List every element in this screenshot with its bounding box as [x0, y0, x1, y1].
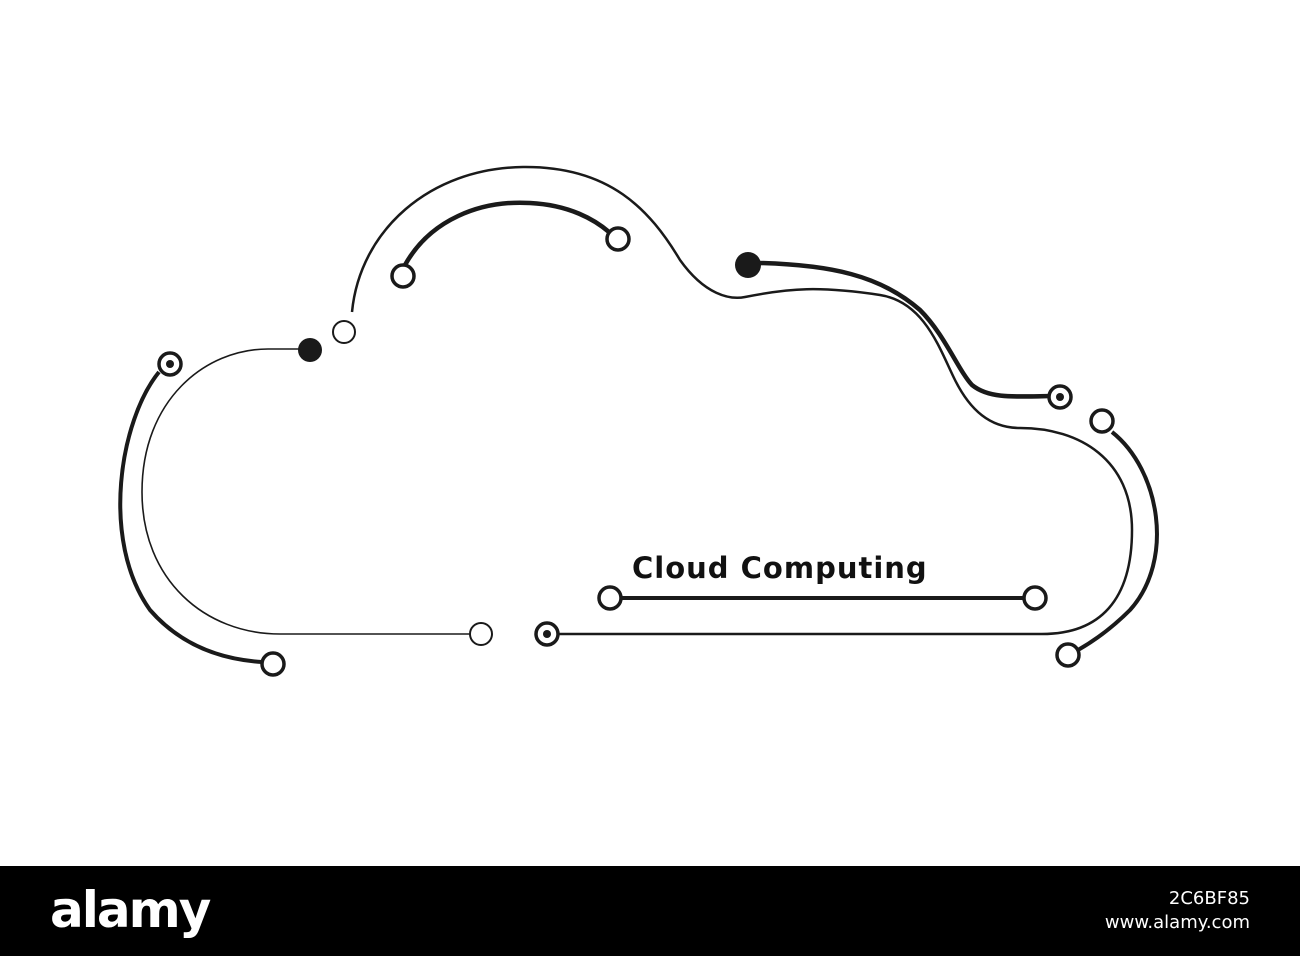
node-inner-dot — [166, 360, 174, 368]
cloud-circuit-illustration: Cloud Computing — [118, 165, 1159, 677]
node-thin-ring-icon — [469, 622, 493, 646]
node-ring-icon — [605, 226, 631, 252]
node-ring-icon — [1022, 585, 1048, 611]
watermark-brand: alamy — [50, 881, 211, 939]
node-ring-icon — [260, 651, 286, 677]
cloud-top-outline — [350, 165, 1134, 636]
cloud-right-upper-trace — [759, 260, 1051, 399]
node-ring-icon — [390, 263, 416, 289]
cloud-inner-outline — [141, 348, 471, 635]
node-solid-icon — [735, 252, 761, 278]
node-inner-dot — [1056, 393, 1064, 401]
node-thin-ring-icon — [332, 320, 356, 344]
cloud-right-arc-trace — [1077, 430, 1159, 652]
watermark-site: www.alamy.com — [1104, 912, 1250, 933]
node-inner-dot — [543, 630, 551, 638]
node-ring-icon — [1089, 408, 1115, 434]
caption-text: Cloud Computing — [632, 551, 928, 585]
node-ring-icon — [597, 585, 623, 611]
watermark-image-id: 2C6BF85 — [1168, 888, 1250, 909]
node-solid-icon — [298, 338, 322, 362]
cloud-outline-icon — [118, 165, 1159, 664]
cloud-top-arc-trace — [403, 200, 611, 267]
watermark-footer: alamy 2C6BF85 www.alamy.com — [0, 866, 1300, 956]
node-dots — [157, 226, 1115, 677]
node-ring-icon — [1055, 642, 1081, 668]
cloud-left-arc-trace — [118, 370, 263, 664]
